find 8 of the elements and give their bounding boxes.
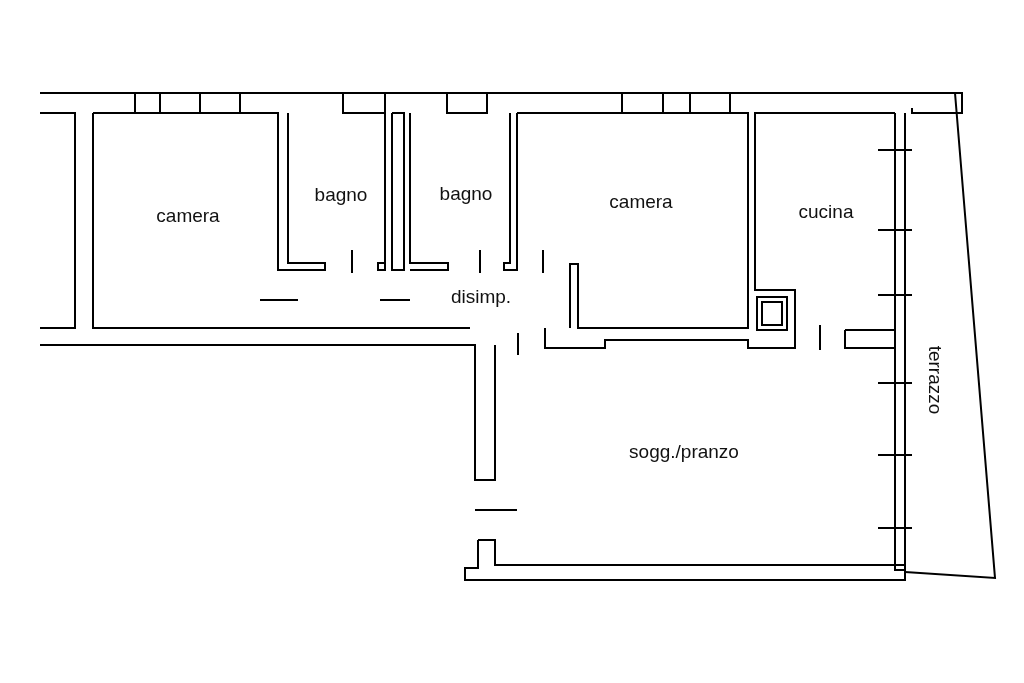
room-label: camera — [156, 205, 220, 227]
room-label: terrazzo — [924, 345, 946, 415]
room-label: camera — [609, 191, 673, 213]
room-label: sogg./pranzo — [629, 441, 739, 463]
room-label: bagno — [439, 183, 493, 205]
room-label: disimp. — [450, 286, 512, 308]
room-label: cucina — [798, 201, 854, 223]
room-label: bagno — [314, 184, 368, 206]
